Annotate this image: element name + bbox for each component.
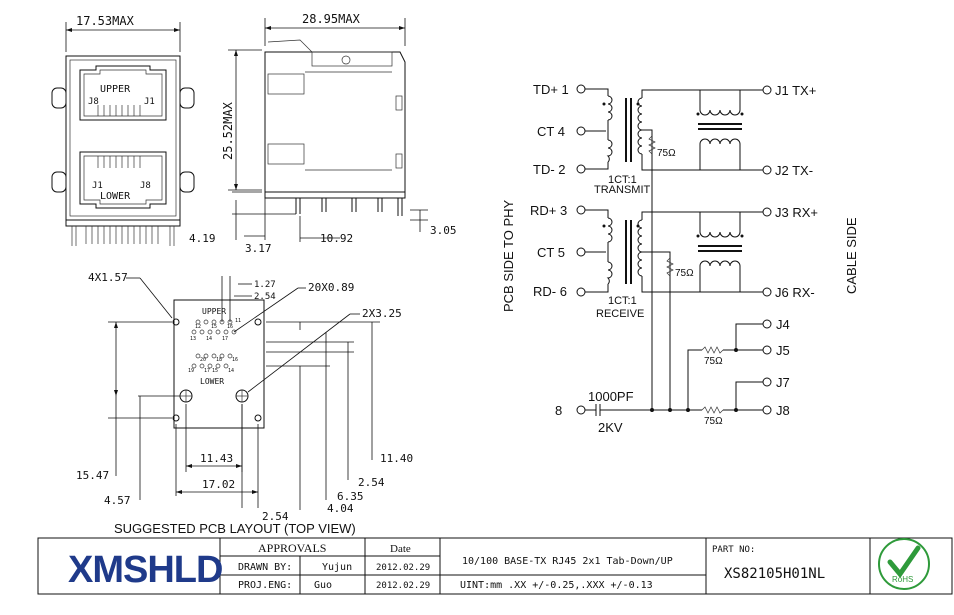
upper-pin-label: 12 <box>195 324 201 330</box>
j6-label: J6 RX- <box>775 285 815 300</box>
holes-2x325-label: 2X3.25 <box>362 307 402 320</box>
dim-1702-label: 17.02 <box>202 478 235 491</box>
rohs-check-icon: RoHS <box>878 538 930 590</box>
lower-pin-label: 15 <box>212 368 218 374</box>
cap-voltage-label: 2KV <box>598 420 623 435</box>
dim-254b-label: 2.54 <box>358 476 385 489</box>
rohs-label: RoHS <box>892 575 913 584</box>
dim-635-label: 6.35 <box>337 490 364 503</box>
date-header: Date <box>390 543 411 555</box>
rd-minus-label: RD- 6 <box>533 284 567 299</box>
part-number: XS82105H01NL <box>724 566 825 582</box>
lower-pin-label: 19 <box>188 368 194 374</box>
proj-eng-date: 2012.02.29 <box>376 581 430 591</box>
j4-label: J4 <box>776 317 790 332</box>
dim-457-label: 4.57 <box>104 494 131 507</box>
j3-label: J3 RX+ <box>775 205 818 220</box>
pitch-127-label: 1.27 <box>254 280 276 290</box>
lower-pin-label: 20 <box>200 357 206 363</box>
dim-419-label: 4.19 <box>189 232 216 245</box>
cable-side-label: CABLE SIDE <box>844 217 859 294</box>
title-block: XMSHLD APPROVALS Date DRAWN BY: Yujun 20… <box>37 537 953 595</box>
pcb-side-label: PCB SIDE TO PHY <box>501 199 516 312</box>
side-width-label: 28.95MAX <box>302 12 361 26</box>
cap-value-label: 1000PF <box>588 389 634 404</box>
j1-label: J1 TX+ <box>775 83 816 98</box>
units-tolerance: UINT:mm .XX +/-0.25,.XXX +/-0.13 <box>460 580 653 591</box>
j8-label: J8 <box>776 403 790 418</box>
lower-pin-j1: J1 <box>92 181 103 191</box>
upper-pin-label: 17 <box>222 336 228 342</box>
dim-1143-label: 11.43 <box>200 452 233 465</box>
approvals-header: APPROVALS <box>258 541 326 555</box>
front-pin-row <box>71 226 175 246</box>
pins-20x089-label: 20X0.89 <box>308 281 354 294</box>
dim-1140-label: 11.40 <box>380 452 413 465</box>
part-description: 10/100 BASE-TX RJ45 2x1 Tab-Down/UP <box>462 556 673 567</box>
receive-label: RECEIVE <box>596 308 644 320</box>
upper-pin-label: 14 <box>206 336 212 342</box>
pcb-upper-label: UPPER <box>202 307 226 316</box>
td-minus-label: TD- 2 <box>533 162 566 177</box>
lower-pin-label: 17 <box>204 368 210 374</box>
upper-pin-label: 13 <box>190 336 196 342</box>
ct5-label: CT 5 <box>537 245 565 260</box>
lower-pin-j8: J8 <box>140 181 151 191</box>
pitch-254-label: 2.54 <box>254 292 276 302</box>
front-view: 17.53MAX UPPER J8 J1 J1 J8 <box>51 14 195 246</box>
upper-pin-label: 15 <box>211 324 217 330</box>
side-height-label: 25.52MAX <box>221 101 235 160</box>
dim-305-label: 3.05 <box>430 224 457 237</box>
receive-ratio: 1CT:1 <box>608 295 637 307</box>
resistor-75-3: 75Ω <box>704 356 723 367</box>
pcb-layout: UPPER LOWER 12 15 16 11 13 14 17 20 <box>76 271 413 523</box>
resistor-75-1: 75Ω <box>657 148 676 159</box>
rd-plus-label: RD+ 3 <box>530 203 567 218</box>
dim-404-label: 4.04 <box>327 502 354 515</box>
j5-label: J5 <box>776 343 790 358</box>
upper-pin-label: 16 <box>227 324 233 330</box>
drawn-by-name: Yujun <box>322 562 352 573</box>
upper-pin-row: 12 15 16 11 13 14 17 <box>190 318 241 342</box>
lower-pin-label: 18 <box>216 357 222 363</box>
j2-label: J2 TX- <box>775 163 813 178</box>
holes-4x157-label: 4X1.57 <box>88 271 128 284</box>
transmit-ratio: 1CT:1 <box>608 174 637 186</box>
dim-317-label: 3.17 <box>245 242 272 255</box>
lower-pin-label: 14 <box>228 368 234 374</box>
lower-pin-label: 16 <box>232 357 238 363</box>
dim-254a-label: 2.54 <box>262 510 289 523</box>
lower-pin-row: 20 18 16 19 17 15 14 <box>188 353 238 374</box>
drawn-date: 2012.02.29 <box>376 563 430 573</box>
pcb-lower-label: LOWER <box>200 377 224 386</box>
front-width-label: 17.53MAX <box>76 14 135 28</box>
proj-eng-label: PROJ.ENG: <box>238 580 292 591</box>
upper-pin-label: 11 <box>235 318 241 324</box>
pin8-label: 8 <box>555 403 562 418</box>
part-no-label: PART NO: <box>712 545 755 555</box>
lower-port-label: LOWER <box>100 191 131 202</box>
pcb-layout-title: SUGGESTED PCB LAYOUT (TOP VIEW) <box>114 521 356 536</box>
drawn-by-label: DRAWN BY: <box>238 562 292 573</box>
upper-port-label: UPPER <box>100 84 131 95</box>
upper-pin-j1: J1 <box>144 97 155 107</box>
schematic: PCB SIDE TO PHY CABLE SIDE TD+ 1 CT 4 TD… <box>501 82 859 435</box>
transmit-label: TRANSMIT <box>594 184 651 196</box>
dim-1547-label: 15.47 <box>76 469 109 482</box>
resistor-75-4: 75Ω <box>704 416 723 427</box>
dim-1092-label: 10.92 <box>320 232 353 245</box>
ct4-label: CT 4 <box>537 124 565 139</box>
j7-label: J7 <box>776 375 790 390</box>
proj-eng-name: Guo <box>314 580 332 591</box>
td-plus-label: TD+ 1 <box>533 82 569 97</box>
upper-pin-j8: J8 <box>88 97 99 107</box>
side-view: 28.95MAX 25.52MAX 4.19 <box>189 12 457 255</box>
company-logo: XMSHLD <box>68 549 222 591</box>
resistor-75-2: 75Ω <box>675 268 694 279</box>
